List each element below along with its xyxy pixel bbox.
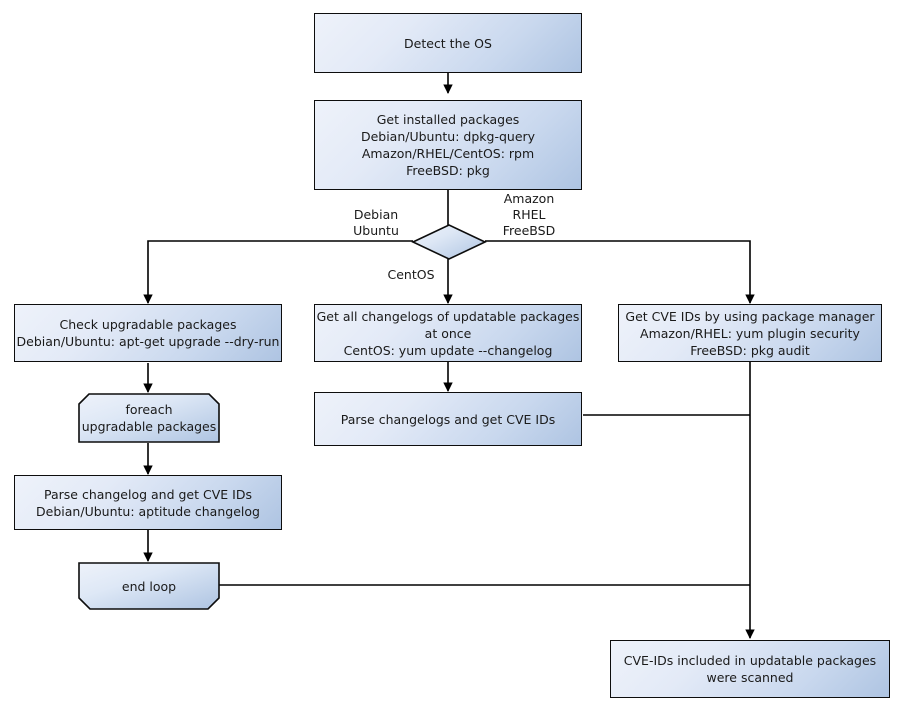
node-end-loop-outline [78, 562, 220, 610]
node-parse-changelogs-cve[interactable]: Parse changelogs and get CVE IDs [314, 392, 582, 446]
node-check-upgradable-label: Check upgradable packages Debian/Ubuntu:… [16, 317, 280, 349]
end-loop-shape [78, 562, 220, 610]
node-os-decision[interactable] [411, 223, 487, 261]
node-foreach-upgradable-outline [78, 393, 220, 443]
node-scanned-result[interactable]: CVE-IDs included in updatable packages w… [610, 640, 890, 698]
node-get-cve-ids-pkg-manager-label: Get CVE IDs by using package manager Ama… [625, 308, 875, 358]
node-end-loop[interactable]: end loop [78, 562, 220, 610]
node-get-installed-packages-label: Get installed packages Debian/Ubuntu: dp… [360, 112, 536, 178]
node-get-all-changelogs-label: Get all changelogs of updatable packages… [316, 308, 580, 358]
edge-decision-right [485, 240, 755, 304]
node-end-loop-label: end loop [121, 578, 177, 594]
node-get-all-changelogs[interactable]: Get all changelogs of updatable packages… [314, 304, 582, 362]
edge-label-centos: CentOS [387, 267, 435, 282]
node-detect-os-label: Detect the OS [404, 35, 492, 51]
node-get-installed-packages[interactable]: Get installed packages Debian/Ubuntu: dp… [314, 100, 582, 190]
node-scanned-result-label: CVE-IDs included in updatable packages w… [623, 653, 877, 685]
node-get-cve-ids-pkg-manager[interactable]: Get CVE IDs by using package manager Ama… [618, 304, 882, 362]
edge-label-amazon-rhel-freebsd: Amazon RHEL FreeBSD [502, 191, 556, 238]
edge-label-debian-ubuntu: Debian Ubuntu [353, 207, 399, 238]
node-foreach-upgradable-label: foreach upgradable packages [81, 402, 217, 434]
node-parse-changelogs-cve-label: Parse changelogs and get CVE IDs [340, 411, 556, 427]
node-parse-changelog-cve-debian[interactable]: Parse changelog and get CVE IDs Debian/U… [14, 475, 282, 530]
decision-diamond-shape [411, 224, 487, 260]
foreach-loop-shape [78, 393, 220, 443]
node-parse-changelog-cve-debian-label: Parse changelog and get CVE IDs Debian/U… [36, 486, 260, 519]
node-foreach-upgradable[interactable]: foreach upgradable packages [78, 393, 220, 443]
node-check-upgradable[interactable]: Check upgradable packages Debian/Ubuntu:… [14, 304, 282, 362]
edge-decision-left [143, 240, 413, 304]
node-detect-os[interactable]: Detect the OS [314, 13, 582, 73]
